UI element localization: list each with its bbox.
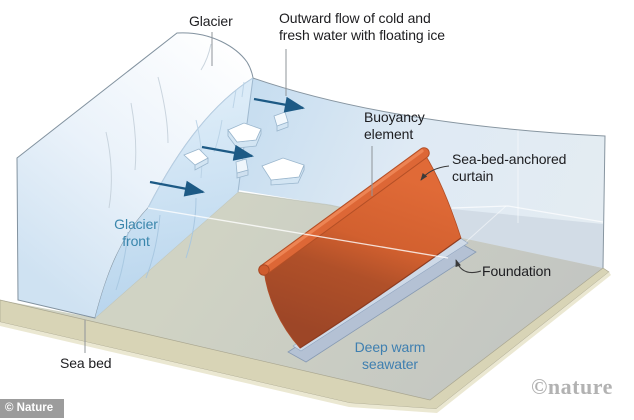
deep-warm-seawater-label: Deep warm seawater bbox=[354, 339, 426, 372]
waterline-front bbox=[147, 207, 449, 259]
flow-arrow-bottom bbox=[149, 180, 205, 197]
flow-arrows bbox=[149, 96, 305, 197]
buoyancy-element-label: Buoyancy element bbox=[364, 109, 425, 142]
buoyancy-tube-endcap bbox=[258, 264, 270, 276]
foundation-label: Foundation bbox=[482, 263, 552, 279]
curtain-shape bbox=[258, 147, 462, 349]
anchored-curtain-label: Sea-bed-anchored curtain bbox=[452, 151, 567, 184]
glacier-creases bbox=[105, 43, 212, 209]
glacier-label: Glacier bbox=[189, 13, 233, 29]
buoyancy-tube bbox=[259, 148, 429, 275]
curtain-bottom-edge bbox=[299, 237, 462, 349]
glacier-front-face bbox=[95, 78, 253, 318]
flow-arrow-middle bbox=[201, 144, 254, 161]
foundation-leader-arrow bbox=[455, 259, 482, 274]
glacier-front-label: Glacier front bbox=[114, 216, 158, 249]
nature-credit-badge: © Nature bbox=[0, 399, 64, 418]
leader-lines bbox=[84, 32, 373, 353]
curtain-leader-arrow bbox=[420, 165, 450, 181]
buoyancy-tube-highlight bbox=[261, 149, 424, 269]
box-outline bbox=[252, 77, 606, 269]
sea-bed-label: Sea bed bbox=[60, 355, 112, 371]
floating-ice bbox=[183, 111, 305, 186]
outward-flow-label: Outward flow of cold and fresh water wit… bbox=[279, 10, 445, 43]
leader-curves bbox=[420, 165, 482, 274]
flow-arrow-top bbox=[253, 96, 305, 113]
glacier-underwater-cracks bbox=[115, 197, 197, 291]
nature-watermark: ©nature bbox=[531, 374, 613, 399]
right-wall-underwater bbox=[452, 209, 603, 268]
